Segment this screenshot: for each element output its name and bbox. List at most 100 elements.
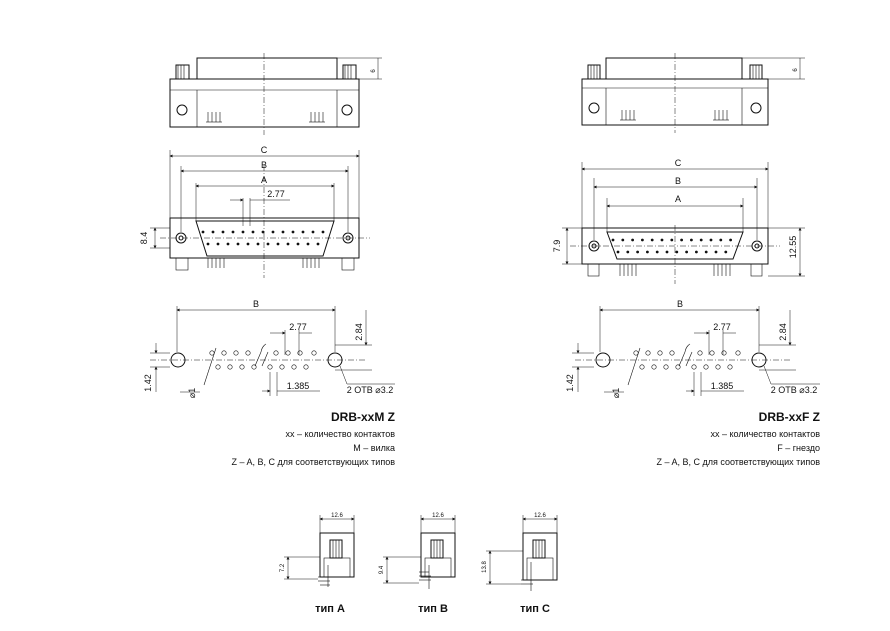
female-title: DRB-xxF Z (759, 410, 820, 424)
pcb-hole (639, 364, 645, 370)
male-desc-3: Z – A, B, C для соответствующих типов (231, 457, 395, 467)
pcb-hole (657, 350, 663, 356)
type-b-width: 12.6 (432, 513, 444, 519)
pcb-hole (727, 364, 733, 370)
dim-2-84-male: 2.84 (354, 323, 364, 341)
pcb-hole (303, 364, 309, 370)
pcb-hole (715, 364, 721, 370)
male-pin-field (201, 230, 325, 246)
contact-pin (670, 238, 674, 242)
contact-pin (256, 242, 260, 246)
contact-pin (306, 242, 310, 246)
pcb-hole (675, 364, 681, 370)
contact-pin (704, 250, 708, 254)
pcb-hole (291, 364, 297, 370)
contact-pin (261, 230, 265, 234)
pcb-hole (735, 350, 741, 356)
dim-A-male: A (261, 175, 267, 185)
contact-pin (680, 238, 683, 242)
dim-A-female: A (675, 194, 681, 204)
dim-8-4: 8.4 (139, 232, 149, 245)
contact-pin (221, 230, 225, 234)
pcb-hole (233, 350, 239, 356)
male-front-view: C B A 2.77 8.4 (139, 145, 370, 278)
contact-pin (685, 250, 688, 254)
contact-pin (709, 238, 713, 242)
contact-pin (286, 242, 290, 246)
contact-pin (226, 242, 230, 246)
contact-pin (206, 242, 210, 246)
pcb-hole (663, 364, 669, 370)
pcb-hole (245, 350, 251, 356)
dim-1-42-female: 1.42 (565, 374, 575, 392)
dim-pitch-male-footprint: 2.77 (289, 322, 307, 332)
pcb-hole (251, 364, 257, 370)
female-desc-3: Z – A, B, C для соответствующих типов (656, 457, 820, 467)
female-desc-2: F – гнездо (777, 443, 820, 453)
contact-pin (719, 238, 723, 242)
female-front-view: C B A 7.9 12.55 (552, 158, 805, 284)
type-c-width: 12.6 (534, 513, 546, 519)
pcb-hole (645, 350, 651, 356)
contact-pin (266, 242, 270, 246)
contact-pin (690, 238, 693, 242)
contact-pin (724, 250, 728, 254)
dim-6-male: 6 (371, 69, 377, 73)
dim-B-male: B (261, 160, 267, 170)
type-b-label: тип B (418, 603, 448, 615)
type-a-width: 12.6 (331, 513, 343, 519)
pcb-hole (633, 350, 639, 356)
pcb-hole (651, 364, 657, 370)
contact-pin (296, 242, 300, 246)
pcb-hole (297, 350, 303, 356)
type-c-height: 13.8 (482, 561, 488, 573)
dim-d1-female: ⌀1 (611, 388, 621, 398)
type-a-height: 7.2 (280, 563, 286, 572)
contact-pin (281, 230, 285, 234)
contact-pin (626, 250, 630, 254)
type-b-side-view: 12.6 9.4 тип B (379, 513, 456, 615)
pcb-hole (279, 364, 285, 370)
contact-pin (246, 242, 250, 246)
female-pin-field (611, 238, 732, 254)
contact-pin (621, 238, 625, 242)
contact-pin (699, 238, 703, 242)
male-desc-2: М – вилка (353, 443, 395, 453)
contact-pin (316, 242, 320, 246)
contact-pin (271, 230, 275, 234)
male-hole-row (209, 350, 317, 370)
dim-2-84-female: 2.84 (778, 323, 788, 341)
male-footprint: B 2.77 2.84 1.42 1.385 ⌀1 2 ОТВ ⌀3.2 (143, 299, 395, 398)
type-b-height: 9.4 (379, 565, 385, 574)
male-top-view: 6 (169, 53, 382, 135)
pcb-hole (227, 364, 233, 370)
contact-pin (201, 230, 205, 234)
contact-pin (616, 250, 620, 254)
dim-holes-female: 2 ОТВ ⌀3.2 (771, 385, 817, 395)
dim-12-55: 12.55 (788, 236, 798, 259)
dim-1-42-male: 1.42 (143, 374, 153, 392)
pcb-hole (215, 364, 221, 370)
type-a-label: тип A (315, 603, 345, 615)
contact-pin (675, 250, 679, 254)
pcb-hole (703, 364, 709, 370)
dim-B-female-footprint: B (677, 299, 683, 309)
contact-pin (291, 230, 295, 234)
contact-pin (714, 250, 718, 254)
contact-pin (251, 230, 255, 234)
contact-pin (321, 230, 325, 234)
pcb-hole (669, 350, 675, 356)
contact-pin (650, 238, 654, 242)
contact-pin (695, 250, 698, 254)
pcb-hole (267, 364, 273, 370)
pcb-hole (721, 350, 727, 356)
type-c-side-view: 12.6 13.8 тип C (482, 513, 558, 615)
pcb-hole (239, 364, 245, 370)
contact-pin (665, 250, 669, 254)
type-c-label: тип C (520, 603, 550, 615)
male-desc-1: хх – количество контактов (285, 429, 395, 439)
male-caption: DRB-xxM Z хх – количество контактов М – … (231, 410, 395, 467)
contact-pin (301, 230, 305, 234)
contact-pin (236, 242, 240, 246)
